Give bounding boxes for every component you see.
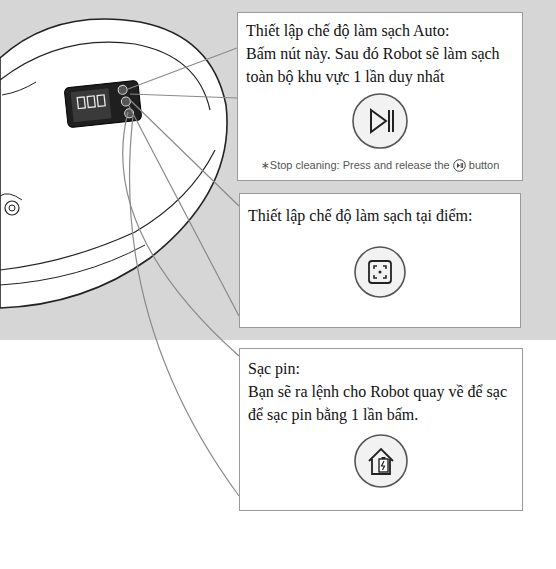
callout-heading: Thiết lập chế độ làm sạch tại điểm: [248, 204, 512, 227]
callout-box: Thiết lập chế độ làm sạch tại điểm: [239, 193, 521, 328]
leader-lines [123, 48, 239, 496]
note-text: button [469, 159, 500, 171]
callout-box: Sạc pin:Bạn sẽ ra lệnh cho Robot quay về… [239, 348, 523, 511]
callout-heading: Sạc pin: [248, 357, 514, 380]
play-pause-mini-icon [453, 159, 466, 172]
stop-note: ∗Stop cleaning: Press and release the bu… [246, 158, 514, 172]
callout-box: Thiết lập chế độ làm sạch Auto:Bấm nút n… [237, 12, 523, 181]
spot-clean-icon [353, 245, 407, 299]
button-icon [248, 426, 514, 496]
button-icon [248, 227, 512, 317]
note-text: ∗Stop cleaning: Press and release the [261, 159, 450, 171]
home-charge-icon [353, 433, 409, 489]
callout-body: Bấm nút này. Sau đó Robot sẽ làm sạch to… [246, 42, 514, 88]
play-pause-icon [351, 92, 409, 150]
callout-body: Bạn sẽ ra lệnh cho Robot quay về để sạc … [248, 380, 514, 426]
button-icon [246, 88, 514, 154]
callout-heading: Thiết lập chế độ làm sạch Auto: [246, 19, 514, 42]
